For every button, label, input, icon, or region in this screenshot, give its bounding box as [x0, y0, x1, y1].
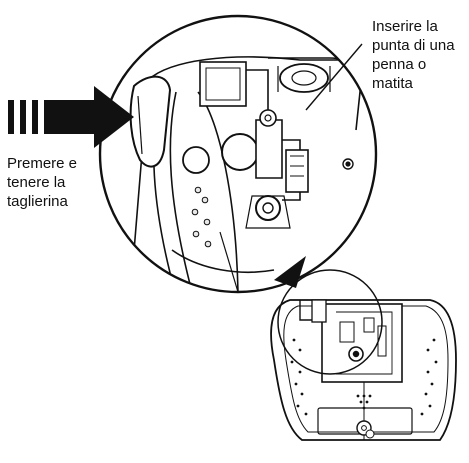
press-cutter-callout: Premere e tenere la taglierina [7, 154, 77, 211]
zoom-detail [98, 14, 378, 294]
insert-pen-callout: Inserire la punta di una penna o matita [372, 17, 455, 93]
tape-slot [199, 61, 247, 107]
press-callout-line-3: taglierina [7, 193, 68, 210]
round-button [182, 146, 210, 174]
insert-callout-line-2: punta di una [372, 37, 455, 54]
insert-callout-line-1: Inserire la [372, 18, 438, 35]
press-callout-line-2: tenere la [7, 174, 66, 191]
tape-compartment [321, 303, 403, 383]
insert-callout-line-4: matita [372, 75, 413, 92]
zoom-source-circle [277, 269, 383, 375]
housing-outline [129, 56, 376, 292]
press-callout-line-1: Premere e [7, 155, 78, 172]
keypad-dots-left [290, 338, 308, 416]
mechanism-roller [221, 133, 259, 171]
insert-callout-line-3: penna o [372, 56, 427, 73]
device-overview [270, 299, 457, 441]
insert-pointer-line [305, 43, 363, 111]
press-arrow-icon [8, 86, 134, 148]
zoom-wedge-icon [274, 256, 306, 288]
lower-knob [255, 195, 281, 221]
cutter-lever [129, 75, 172, 168]
grip-dots [191, 186, 212, 248]
